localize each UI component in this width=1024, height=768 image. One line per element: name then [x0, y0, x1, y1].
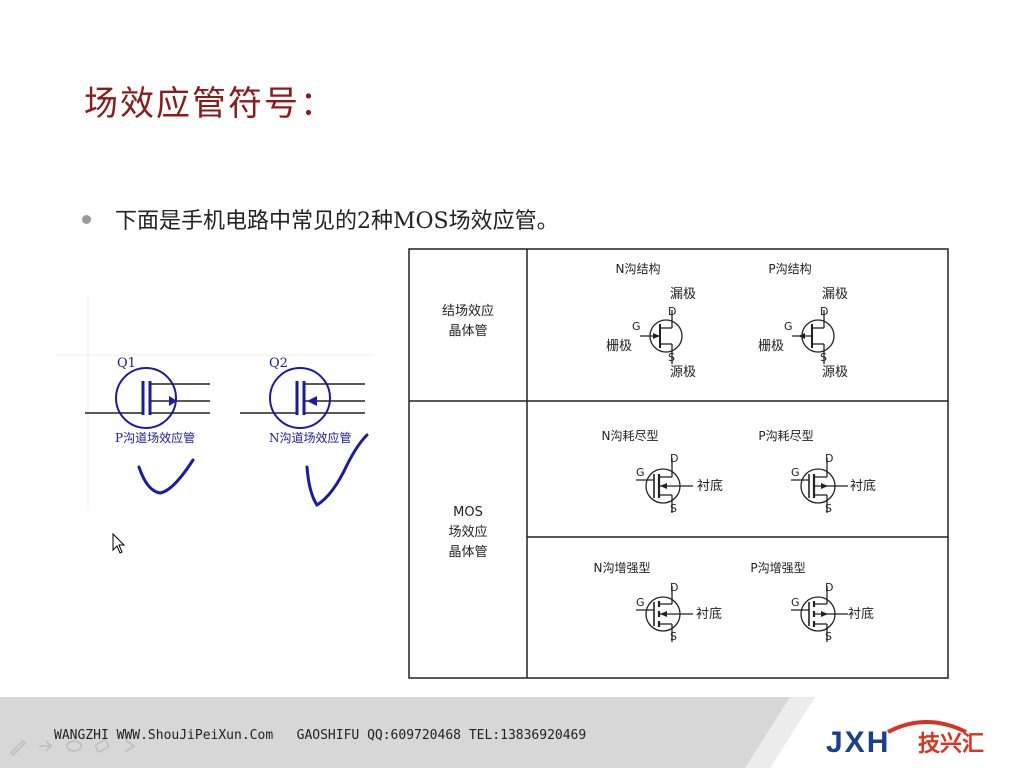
- q2-caption: N沟道场效应管: [269, 430, 352, 445]
- cell-title: P沟耗尽型: [758, 429, 813, 443]
- mos-header-line3: 晶体管: [448, 545, 487, 560]
- pen-icon[interactable]: [8, 736, 28, 756]
- presentation-toolbar: [8, 734, 158, 758]
- d-label: D: [670, 452, 678, 465]
- mos-p-depletion-cell: P沟耗尽型 G D S 衬底: [758, 429, 876, 515]
- arrow-icon[interactable]: [36, 736, 56, 756]
- jfet-header-line1: 结场效应: [442, 303, 494, 319]
- logo-chinese: 技兴汇: [918, 732, 984, 757]
- bullet-text: 下面是手机电路中常见的2种MOS场效应管。: [115, 209, 559, 234]
- g-label: G: [791, 466, 800, 479]
- jfet-header-line2: 晶体管: [448, 324, 487, 339]
- jxh-logo: JXH 技兴汇: [826, 720, 984, 758]
- s-label: S: [670, 502, 677, 515]
- mouse-cursor-icon: [112, 533, 126, 554]
- mos-n-enhancement-cell: N沟增强型 G D S 衬底: [594, 561, 723, 643]
- q2-n-channel-symbol: [240, 367, 365, 429]
- drain-label: 漏极: [822, 286, 848, 302]
- fet-symbol-table: 结场效应 晶体管 MOS 场效应 晶体管 N沟结构 G D S 漏极 栅极 源极…: [408, 248, 949, 679]
- mos-n-depletion-cell: N沟耗尽型 G D S 衬底: [602, 429, 724, 515]
- d-label: D: [670, 581, 678, 594]
- d-label: D: [825, 452, 833, 465]
- substrate-label: 衬底: [696, 606, 722, 622]
- d-label: D: [668, 305, 676, 318]
- next-icon[interactable]: [120, 736, 140, 756]
- mos-p-enhancement-cell: P沟增强型 G D S 衬底: [750, 561, 874, 643]
- g-label: G: [636, 466, 645, 479]
- s-label: S: [668, 351, 675, 364]
- d-label: D: [820, 305, 828, 318]
- source-label: 源极: [822, 365, 848, 380]
- cell-title: P沟增强型: [750, 561, 805, 575]
- cell-title: P沟结构: [768, 261, 811, 276]
- footer-contact-text: WANGZHI WWW.ShouJiPeiXun.Com GAOSHIFU QQ…: [54, 728, 587, 743]
- q2-check-mark: [305, 433, 369, 508]
- substrate-label: 衬底: [697, 478, 723, 494]
- q2-label: Q2: [269, 356, 288, 371]
- s-label: S: [825, 630, 832, 643]
- q1-caption: P沟道场效应管: [115, 430, 195, 445]
- slide-title: 场效应管符号：: [84, 84, 336, 124]
- source-label: 源极: [670, 365, 696, 380]
- d-label: D: [825, 581, 833, 594]
- s-label: S: [820, 351, 827, 364]
- bullet-dot: [82, 214, 91, 224]
- g-label: G: [791, 596, 800, 609]
- mos-header-line2: 场效应: [448, 524, 487, 540]
- q1-check-mark: [137, 458, 195, 495]
- gate-label: 栅极: [758, 339, 784, 354]
- highlighter-icon[interactable]: [64, 736, 84, 756]
- logo-letters: JXH: [826, 726, 890, 758]
- mosfet-schematic-figure: Q1 P沟道场效应管 Q2 N沟道场效应管: [55, 295, 375, 510]
- q1-p-channel-symbol: [85, 367, 210, 429]
- cell-title: N沟增强型: [594, 561, 651, 575]
- eraser-icon[interactable]: [92, 736, 112, 756]
- substrate-label: 衬底: [848, 606, 874, 622]
- footer-decoration: [745, 697, 1024, 768]
- cell-title: N沟耗尽型: [602, 429, 659, 443]
- gate-label: 栅极: [606, 339, 632, 354]
- g-label: G: [636, 596, 645, 609]
- g-label: G: [784, 320, 793, 333]
- s-label: S: [825, 502, 832, 515]
- substrate-label: 衬底: [850, 478, 876, 494]
- q1-label: Q1: [117, 356, 136, 371]
- bullet-item: 下面是手机电路中常见的2种MOS场效应管。: [82, 203, 559, 235]
- drain-label: 漏极: [670, 286, 696, 302]
- g-label: G: [632, 320, 641, 333]
- jfet-n-cell: N沟结构 G D S 漏极 栅极 源极: [606, 261, 696, 380]
- jfet-p-cell: P沟结构 G D S 漏极 栅极 源极: [758, 261, 848, 380]
- s-label: S: [670, 630, 677, 643]
- mos-header-line1: MOS: [453, 505, 483, 520]
- cell-title: N沟结构: [616, 261, 661, 276]
